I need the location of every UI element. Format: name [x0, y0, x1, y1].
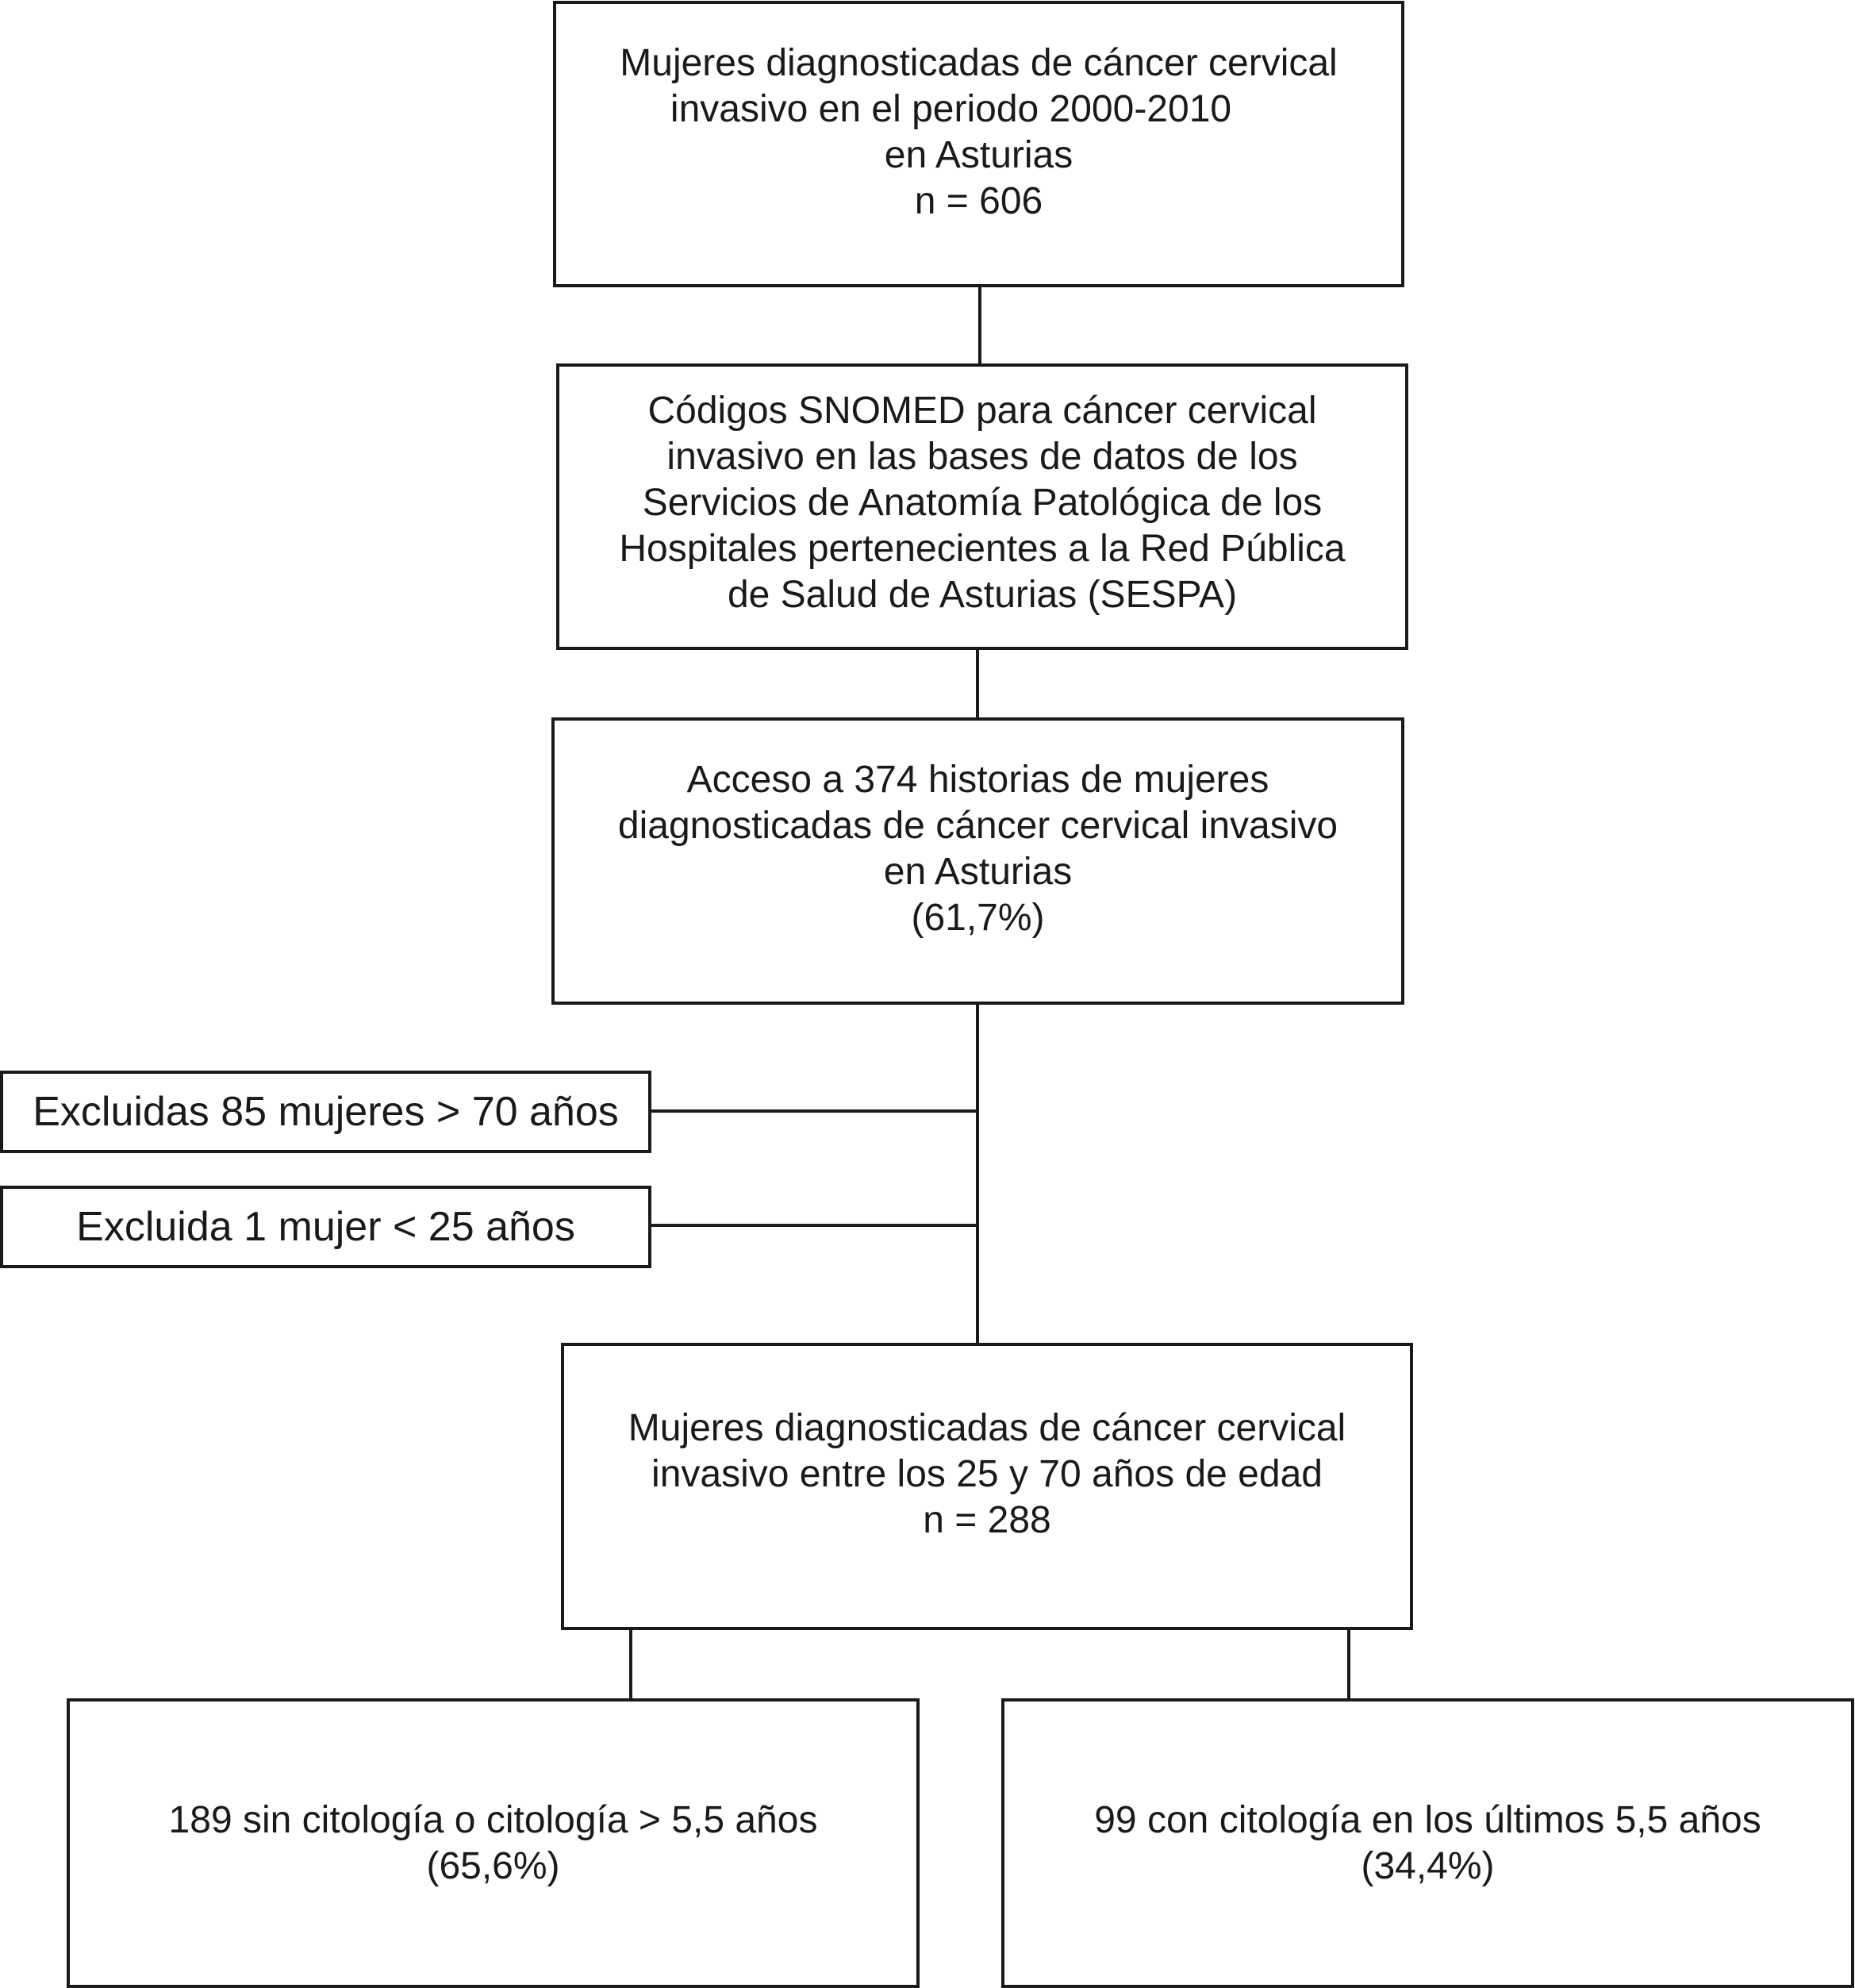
- box-records-access: Acceso a 374 historias de mujeres diagno…: [551, 717, 1404, 1005]
- box-no-cytology: 189 sin citología o citología > 5,5 años…: [67, 1698, 920, 1988]
- box-initial-line-1: Mujeres diagnosticadas de cáncer cervica…: [620, 41, 1338, 84]
- box-with-cytology-line-1: 99 con citología en los últimos 5,5 años: [1094, 1798, 1761, 1841]
- box-initial-line-2: invasivo en el periodo 2000-2010: [670, 87, 1232, 130]
- box-initial-line-3: en Asturias: [884, 133, 1073, 176]
- box-final-line-2: invasivo entre los 25 y 70 años de edad: [651, 1453, 1323, 1495]
- box-snomed-line-2: invasivo en las bases de datos de los: [666, 435, 1298, 478]
- box-records-line-2: diagnosticadas de cáncer cervical invasi…: [617, 805, 1338, 847]
- box-exclusion-over-70: Excluidas 85 mujeres > 70 años: [0, 1071, 651, 1153]
- box-final-cohort: Mujeres diagnosticadas de cáncer cervica…: [561, 1343, 1413, 1630]
- box-records-line-3: en Asturias: [883, 851, 1073, 893]
- box-with-cytology-line-2: (34,4%): [1361, 1844, 1495, 1887]
- box-with-cytology: 99 con citología en los últimos 5,5 años…: [1001, 1698, 1854, 1988]
- box-exclusion-under-25: Excluida 1 mujer < 25 años: [0, 1186, 651, 1268]
- box-final-line-3: n = 288: [923, 1499, 1051, 1541]
- box-initial-line-4: n = 606: [914, 179, 1043, 222]
- box-snomed-line-5: de Salud de Asturias (SESPA): [727, 573, 1238, 616]
- box-initial-population: Mujeres diagnosticadas de cáncer cervica…: [553, 1, 1404, 287]
- exclusion-over-70-label: Excluidas 85 mujeres > 70 años: [33, 1089, 619, 1135]
- box-records-line-1: Acceso a 374 historias de mujeres: [686, 759, 1269, 801]
- box-no-cytology-line-1: 189 sin citología o citología > 5,5 años: [168, 1798, 818, 1841]
- box-records-line-4: (61,7%): [911, 897, 1045, 939]
- box-snomed-line-1: Códigos SNOMED para cáncer cervical: [647, 389, 1317, 432]
- exclusion-under-25-label: Excluida 1 mujer < 25 años: [76, 1204, 575, 1250]
- box-no-cytology-line-2: (65,6%): [426, 1844, 560, 1887]
- box-snomed-line-3: Servicios de Anatomía Patológica de los: [642, 481, 1323, 524]
- box-snomed-line-4: Hospitales pertenecientes a la Red Públi…: [619, 527, 1346, 570]
- box-final-line-1: Mujeres diagnosticadas de cáncer cervica…: [628, 1407, 1346, 1449]
- box-snomed-codes: Códigos SNOMED para cáncer cervical inva…: [556, 363, 1408, 650]
